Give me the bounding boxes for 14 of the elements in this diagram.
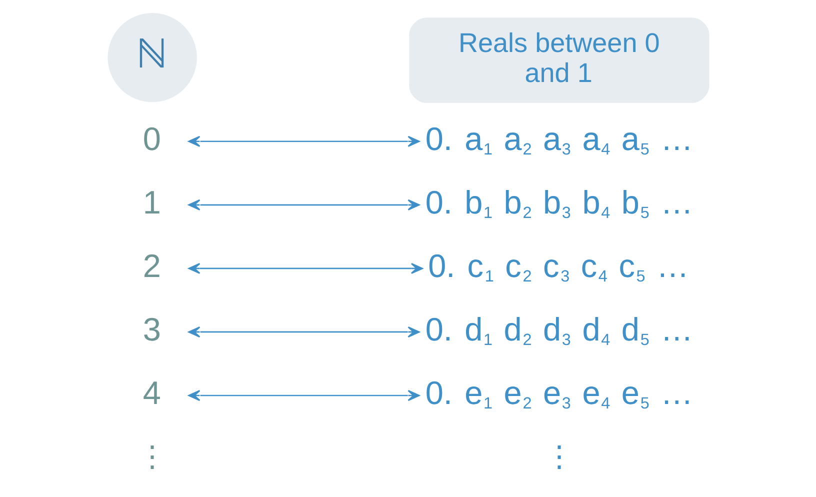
node-text: 1 [142,184,160,220]
arrow [188,390,420,402]
arrow [188,326,420,338]
node-text: 0 [142,120,160,157]
node-text: 4 [142,374,160,411]
arrow [188,199,420,210]
node-box: Reals between 0 and 1 [408,18,709,103]
arrow [188,262,422,274]
node-text: 3 [142,311,160,348]
node-text: 2 [142,248,160,284]
label: ⋮ [544,440,574,474]
label: ⋮ [136,440,167,474]
node-circle: ℕ [107,12,196,102]
arrow [188,136,420,147]
